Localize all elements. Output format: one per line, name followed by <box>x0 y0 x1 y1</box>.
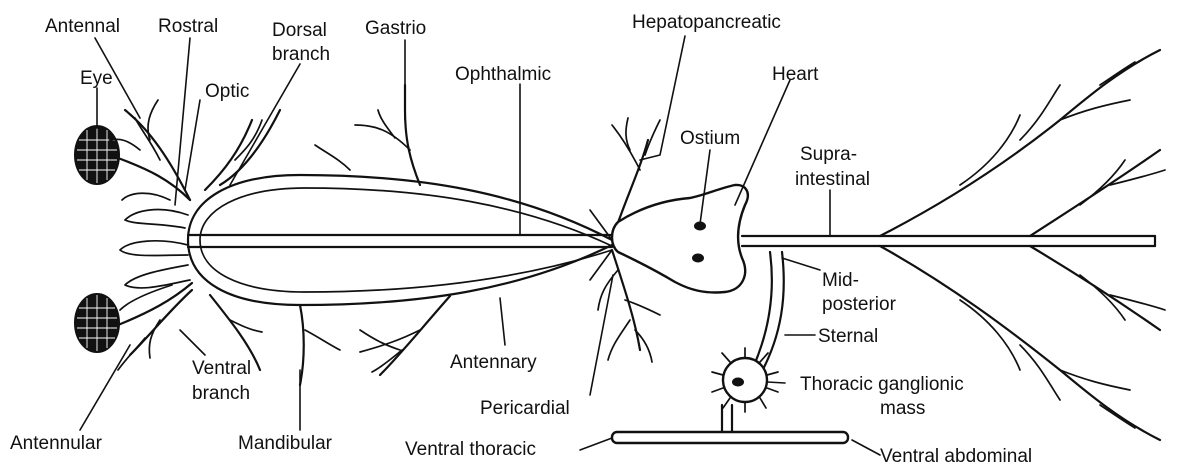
label-supra-intestinal-2: intestinal <box>795 169 870 190</box>
label-hepatopancreatic: Hepatopancreatic <box>632 12 781 33</box>
label-mid-posterior-1: Mid- <box>822 270 859 291</box>
label-dorsal-branch-1: Dorsal <box>272 20 327 41</box>
label-antennary: Antennary <box>450 352 537 373</box>
label-pericardial: Pericardial <box>480 398 570 419</box>
eye-lower <box>75 294 119 352</box>
label-antennal: Antennal <box>45 16 120 37</box>
label-ostium: Ostium <box>680 128 740 149</box>
label-thoracic-ganglionic-mass-2: mass <box>880 398 925 419</box>
label-antennular: Antennular <box>10 433 103 454</box>
label-ventral-branch-2: branch <box>192 383 250 404</box>
label-heart: Heart <box>772 64 819 85</box>
label-gastrio: Gastrio <box>365 18 426 39</box>
label-dorsal-branch-2: branch <box>272 44 330 65</box>
eye-upper <box>75 126 119 184</box>
label-supra-intestinal-1: Supra- <box>800 144 857 165</box>
label-ventral-thoracic: Ventral thoracic <box>405 439 536 460</box>
label-mid-posterior-2: posterior <box>822 294 897 315</box>
label-mandibular: Mandibular <box>238 433 333 454</box>
label-eye: Eye <box>80 68 113 89</box>
ostium-lower <box>693 255 703 262</box>
label-ventral-abdominal: Ventral abdominal <box>880 446 1032 467</box>
head-vessels <box>110 85 612 385</box>
label-ventral-branch-1: Ventral <box>192 358 251 379</box>
label-thoracic-ganglionic-mass-1: Thoracic ganglionic <box>800 374 964 395</box>
label-rostral: Rostral <box>158 16 218 37</box>
heart <box>612 185 748 293</box>
label-ophthalmic: Ophthalmic <box>455 64 551 85</box>
label-optic: Optic <box>205 81 249 102</box>
label-sternal: Sternal <box>818 326 878 347</box>
